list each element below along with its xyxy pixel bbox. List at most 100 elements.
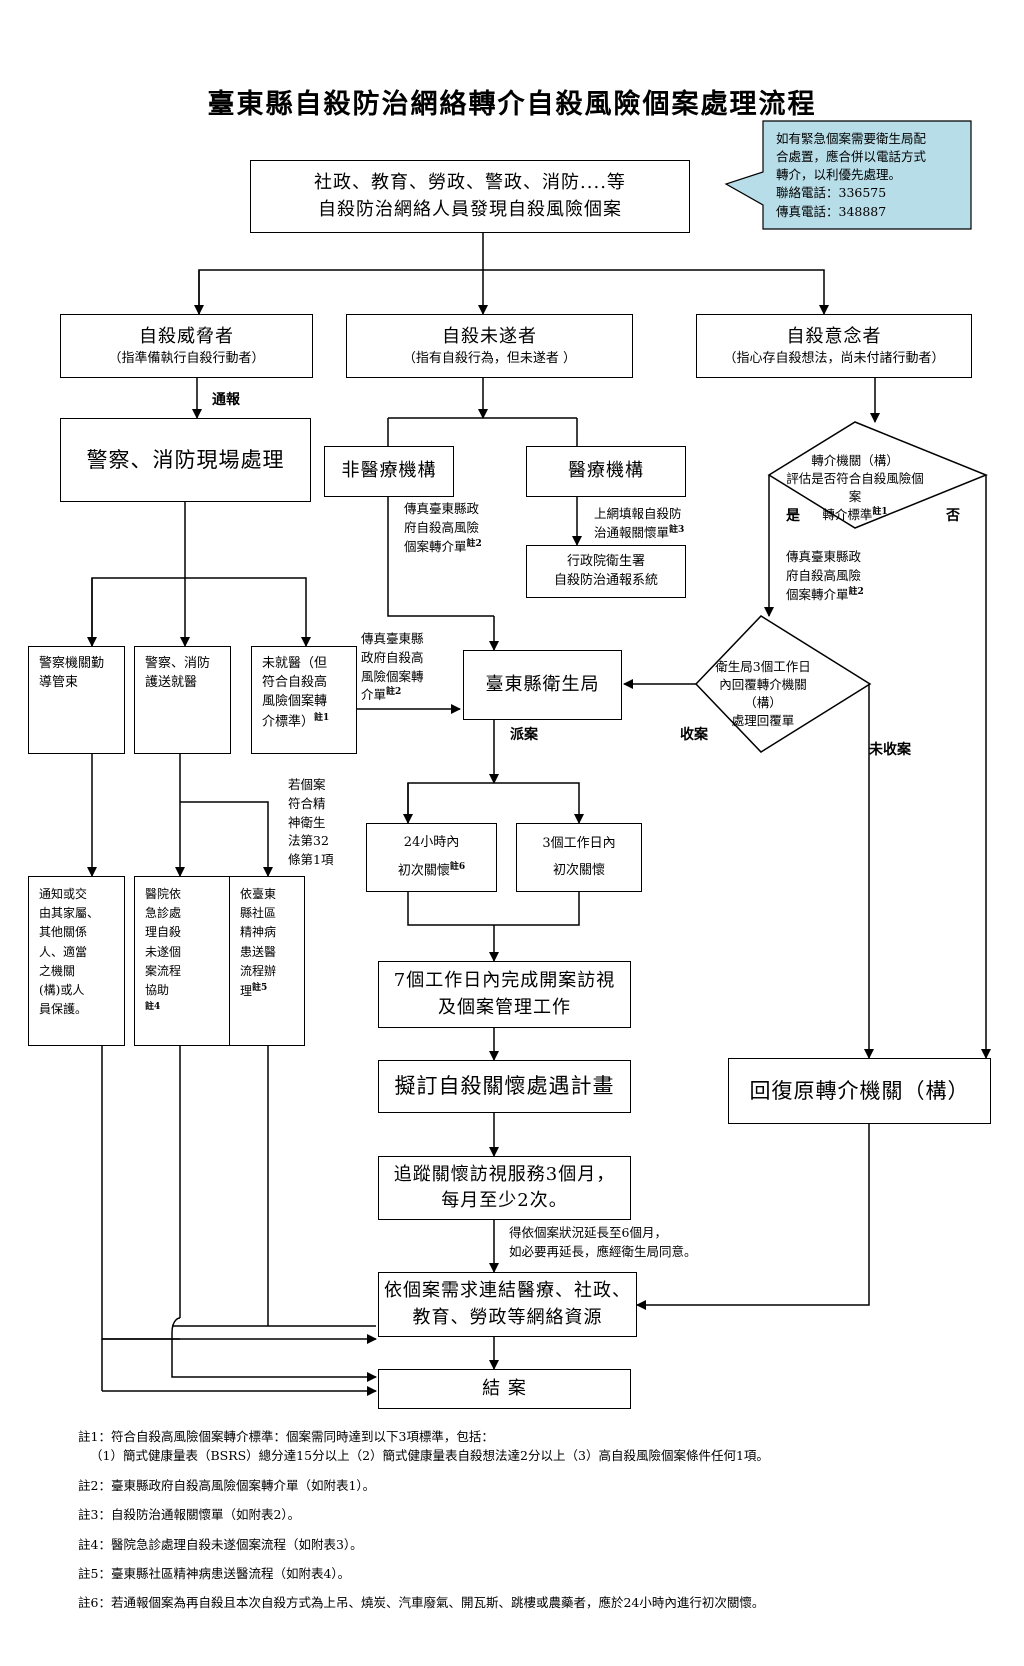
note-ref: 註4 [145,1002,161,1013]
first-3d-box: 3個工作日內 初次關懷 [516,823,642,892]
dispatch-label: 派案 [510,727,538,743]
note-ref: 註5 [252,982,268,993]
line-dispatch-split [407,782,584,824]
note-ref: 註2 [466,538,482,549]
extend-line: 如必要再延長，應經衛生局同意。 [509,1243,697,1259]
visit-7days-box: 7個工作日內完成開案訪視 及個案管理工作 [378,961,631,1028]
reply-line: 衛生局3個工作日 [715,659,811,674]
health-bureau-box: 臺東縣衛生局 [463,650,622,720]
police-escort-line: 護送就醫 [145,674,198,690]
footnote-2: 註2：臺東縣政府自殺高風險個案轉介單（如附表1）。 [78,1477,376,1493]
line-notify-bottom [101,1046,180,1340]
no-label: 否 [946,508,960,524]
track-line: 每月至少2次。 [441,1190,568,1211]
footnote-3: 註3：自殺防治通報關懷單（如附表2）。 [78,1507,301,1523]
fax-ideation-label: 傳真臺東縣政 府自殺高風險 個案轉介單註2 [786,548,864,604]
not-hospital-line: 風險個案轉 [262,693,328,709]
online-label: 上網填報自殺防 治通報關懷單註3 [594,505,684,543]
plan-box: 擬訂自殺關懷處遇計畫 [378,1060,631,1113]
track-line: 追蹤關懷訪視服務3個月， [393,1163,616,1185]
note-ref: 註3 [669,524,685,535]
extend-line: 得依個案狀況延長至6個月， [509,1225,667,1240]
attempt-title: 自殺未遂者 [442,325,537,347]
footnote-1: 註1：符合自殺高風險個案轉介標準：個案需同時達到以下3項標準，包括： （1）簡式… [78,1427,769,1466]
callout-line: 合處置，應合併以電話方式 [776,149,927,165]
er-line: 協助 [145,982,170,997]
accept-label: 收案 [680,727,708,743]
moh-system-box: 行政院衛生署 自殺防治通報系統 [526,545,686,598]
note-ref: 註6 [449,861,466,872]
fax-health-line: 風險個案轉 [361,668,424,684]
fax-ideation-line: 個案轉介單 [786,586,849,602]
ideation-sub: （指心存自殺想法，尚未付諸行動者） [723,350,945,366]
callout-phone: 聯絡電話：336575 [776,185,887,201]
notify-family-line: 其他關係 [39,925,88,940]
callout-line: 轉介，以利優先處理。 [776,167,902,183]
attempt-box: 自殺未遂者 （指有自殺行為，但未遂者 ） [346,314,633,378]
psych-line: 理 [240,983,253,998]
close-box: 結 案 [378,1369,631,1409]
police-fire-box: 警察、消防現場處理 [60,418,311,502]
return-agency-box: 回復原轉介機關（構） [728,1058,991,1124]
fax-health-line: 傳真臺東縣 [361,631,424,646]
notify-family-line: 由其家屬、 [39,906,100,921]
line-er-hop [171,1317,181,1345]
visit7-line: 7個工作日內完成開案訪視 [393,970,616,992]
moh-line2: 自殺防治通報系統 [553,572,658,588]
extend-label: 得依個案狀況延長至6個月， 如必要再延長，應經衛生局同意。 [509,1224,697,1262]
first-24h-box: 24小時內 初次關懷註6 [366,823,497,892]
attempt-sub: （指有自殺行為，但未遂者 ） [402,350,577,366]
fax-hospital-label: 傳真臺東縣政 府自殺高風險 個案轉介單註2 [404,500,482,556]
mental-law-line: 若個案 [288,777,326,792]
moh-line1: 行政院衛生署 [566,553,645,569]
callout-bubble [724,120,972,230]
footnote-1-text: 註1：符合自殺高風險個案轉介標準：個案需同時達到以下3項標準，包括： [78,1429,494,1444]
resources-box: 依個案需求連結醫療、社政、 教育、勞政等網絡資源 [378,1272,637,1337]
er-line: 未遂個 [145,944,182,959]
first-3d-line: 3個工作日內 [542,835,616,851]
reply-diamond [694,615,872,753]
callout-line: 如有緊急個案需要衛生局配 [776,131,927,146]
fax-hospital-line: 府自殺高風險 [404,519,480,535]
note-ref: 註1 [314,712,330,723]
notify-family-line: 通知或交 [39,887,88,901]
footnote-1-criteria: （1）簡式健康量表（BSRS）總分達15分以上（2）簡式健康量表自殺想法達2分以… [90,1448,769,1464]
notify-family-line: 人、適當 [39,944,88,959]
first-24h-line: 24小時內 [403,834,460,850]
reply-text: 衛生局3個工作日 內回覆轉介機關（構） 處理回覆單 [704,658,822,731]
line-nonmed-down [387,497,494,617]
assess-text: 轉介機關（構） 評估是否符合自殺風險個案 轉介標準註1 [781,452,929,525]
start-line1: 社政、教育、勞政、警政、消防....等 [314,172,626,194]
mental-law-line: 法第32 [288,833,329,849]
psych-line: 精神病 [240,925,277,940]
footnote-4: 註4：醫院急診處理自殺未遂個案流程（如附表3）。 [78,1536,363,1552]
visit7-line: 及個案管理工作 [438,996,571,1018]
first-24h-line: 初次關懷 [397,863,450,879]
psych-line: 流程辦 [240,963,277,978]
online-line: 上網填報自殺防 [594,506,682,521]
fax-ideation-line: 傳真臺東縣政 [786,549,862,564]
mental-law-line: 符合精 [288,795,326,811]
arrow-return-resources [636,1124,870,1310]
psych-line: 依臺東 [240,887,277,901]
police-escort-box: 警察、消防 護送就醫 [134,646,231,754]
start-box: 社政、教育、勞政、警政、消防....等 自殺防治網絡人員發現自殺風險個案 [250,160,690,233]
police-escort-line: 警察、消防 [145,656,211,671]
footnote-6: 註6：若通報個案為再自殺且本次自殺方式為上吊、燒炭、汽車廢氣、開瓦斯、跳樓或農藥… [78,1595,765,1611]
online-line: 治通報關懷單 [594,524,670,540]
medical-box: 醫療機構 [526,446,686,497]
page-title: 臺東縣自殺防治網絡轉介自殺風險個案處理流程 [207,89,817,120]
assess-line: 轉介標準 [822,507,873,523]
arrow-er-close [171,1345,377,1382]
psych-box: 依臺東 縣社區 精神病 患送醫 流程辦 理註5 [229,876,305,1046]
assess-diamond [767,421,988,529]
threat-box: 自殺威脅者 （指準備執行自殺行動者） [60,314,313,378]
er-line: 理自殺 [145,925,182,940]
fax-health-line: 政府自殺高 [361,649,424,665]
not-hospital-line: 符合自殺高 [262,674,328,690]
fax-health-label: 傳真臺東縣 政府自殺高 風險個案轉 介單註2 [361,630,424,705]
fax-health-line: 介單 [361,687,387,703]
resources-line: 教育、勞政等網絡資源 [412,1306,603,1328]
arrow-escort-psych [180,801,273,877]
